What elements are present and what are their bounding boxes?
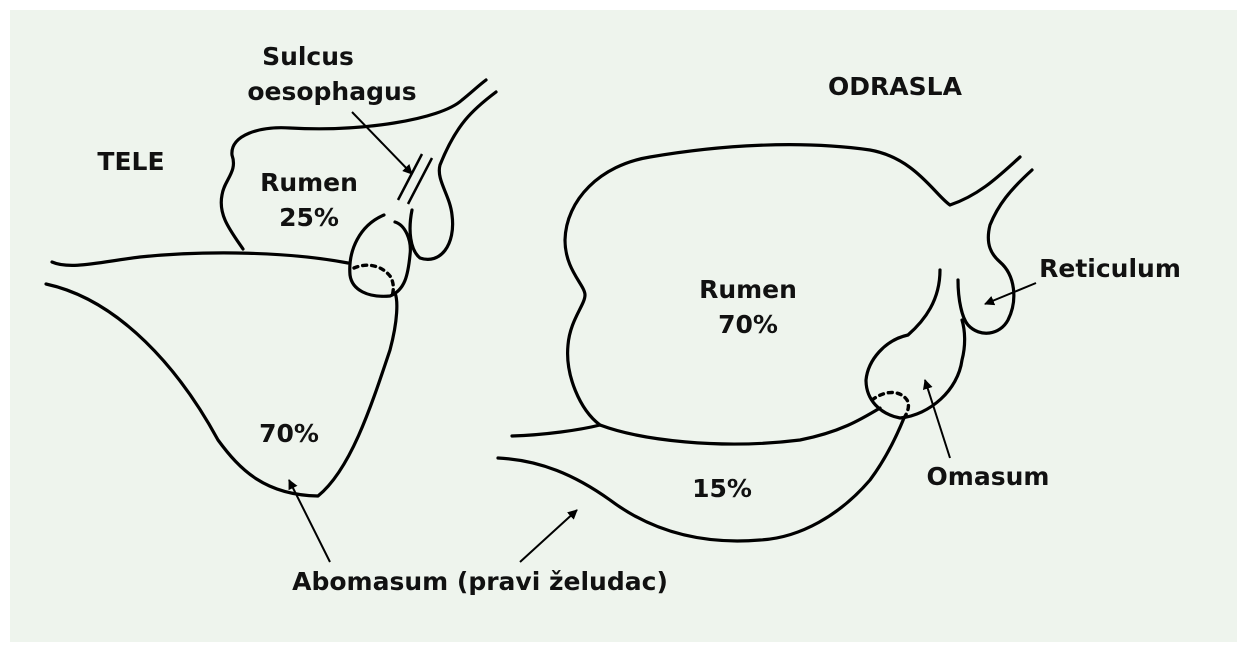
adult-esophagus-line xyxy=(958,170,1032,333)
sulcus-label-line1: Sulcus xyxy=(262,42,354,71)
sulcus-label-line2: oesophagus xyxy=(247,77,416,106)
omasum-label: Omasum xyxy=(927,462,1050,491)
calf-upper-line xyxy=(52,253,348,265)
reticulum-arrow xyxy=(985,283,1036,304)
adult-abomasum-percent: 15% xyxy=(692,474,752,503)
sulcus-mark-2 xyxy=(408,158,432,204)
calf-rumen-percent: 25% xyxy=(279,203,339,232)
adult-rumen-percent: 70% xyxy=(718,310,778,339)
sulcus-mark-1 xyxy=(398,154,422,200)
abomasum-label: Abomasum (pravi želudac) xyxy=(292,567,668,596)
adult-title: ODRASLA xyxy=(828,72,963,101)
reticulum-label: Reticulum xyxy=(1039,254,1181,283)
adult-rumen-label: Rumen xyxy=(699,275,797,304)
calf-rumen-label: Rumen xyxy=(260,168,358,197)
calf-abomasum-percent: 70% xyxy=(259,419,319,448)
calf-title: TELE xyxy=(97,147,164,176)
calf-abomasum-outline xyxy=(46,284,397,496)
adult-abomasum-arrow xyxy=(520,510,577,562)
adult-rumen-bottom xyxy=(512,408,880,444)
calf-reticulum-outline xyxy=(350,215,411,296)
